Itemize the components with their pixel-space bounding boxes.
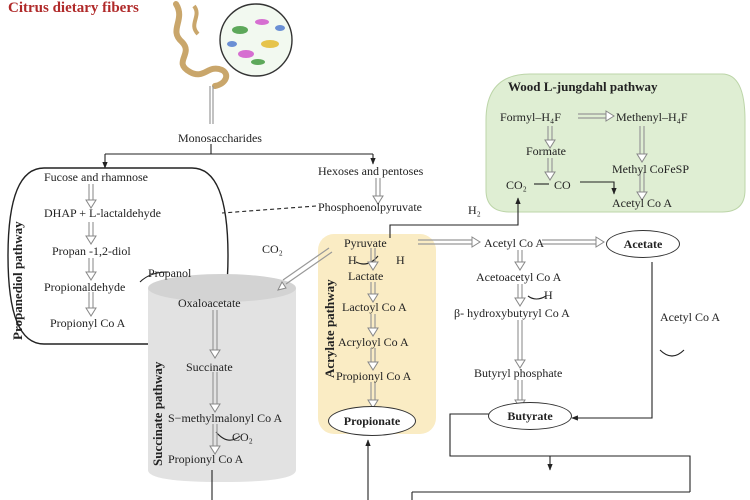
node-oxaloacetate: Oxaloacetate [178,296,241,310]
node-methyl-cofesp: Methyl CoFeSP [612,162,690,176]
node-h-mid: H [544,288,553,302]
node-propanol: Propanol [148,266,192,280]
node-monosaccharides: Monosaccharides [178,131,262,145]
diagram-title: Citrus dietary fibers [8,0,139,16]
node-methenyl-h4f: Methenyl–H₄F [616,110,688,124]
label-succinate-pathway: Succinate pathway [150,361,165,466]
node-acetyl-coa-wood: Acetyl Co A [612,196,672,210]
succinate-region [148,288,296,482]
node-dhap: DHAP + L-lactaldehyde [44,206,161,220]
node-pyruvate: Pyruvate [344,236,387,250]
node-acetate: Acetate [606,230,680,258]
node-co2-wood: CO₂ [506,178,527,192]
node-lactoyl-coa: Lactoyl Co A [342,300,407,314]
node-phosphoenolpyruvate: Phosphoenolpyruvate [318,200,422,214]
acrylate-region [318,234,436,434]
node-co2-succinate: CO₂ [232,430,253,444]
wood-pathway-title: Wood L-jungdahl pathway [508,79,658,94]
node-methylmalonyl-coa: S−methylmalonyl Co A [168,411,283,425]
node-hydroxybutyryl-coa: β- hydroxybutyryl Co A [454,306,570,320]
label-acrylate-pathway: Acrylate pathway [322,279,337,378]
node-formyl-h4f: Formyl–H₄F [500,110,561,124]
node-propionylcoa-propanediol: Propionyl Co A [50,316,126,330]
microbiota-magnifier-icon [219,3,293,77]
node-butyrate: Butyrate [488,402,572,430]
node-formate: Formate [526,144,566,158]
label-propanediol-pathway: Propanediol pathway [10,221,25,340]
node-propionate: Propionate [328,406,416,436]
node-h2: H₂ [468,203,481,217]
node-h-right: H [396,253,405,267]
node-propandiol: Propan -1,2-diol [52,244,131,258]
node-acetyl-coa-right: Acetyl Co A [660,310,720,324]
node-acryloyl-coa: Acryloyl Co A [338,335,409,349]
node-succinate: Succinate [186,360,233,374]
node-acetyl-coa-mid: Acetyl Co A [484,236,544,250]
node-propionyl-coa-succinate: Propionyl Co A [168,452,244,466]
node-h-left: H [348,253,357,267]
node-co: CO [554,178,571,192]
node-butyryl-phosphate: Butyryl phosphate [474,366,563,380]
node-propionyl-coa-acrylate: Propionyl Co A [336,369,412,383]
node-lactate: Lactate [348,269,384,283]
gut-illustration [173,1,230,89]
node-co2-pyruvate: CO₂ [262,242,283,256]
node-propionaldehyde: Propionaldehyde [44,280,126,294]
node-hexoses-pentoses: Hexoses and pentoses [318,164,424,178]
node-fucose-rhamnose: Fucose and rhamnose [44,170,148,184]
node-acetoacetyl-coa: Acetoacetyl Co A [476,270,562,284]
